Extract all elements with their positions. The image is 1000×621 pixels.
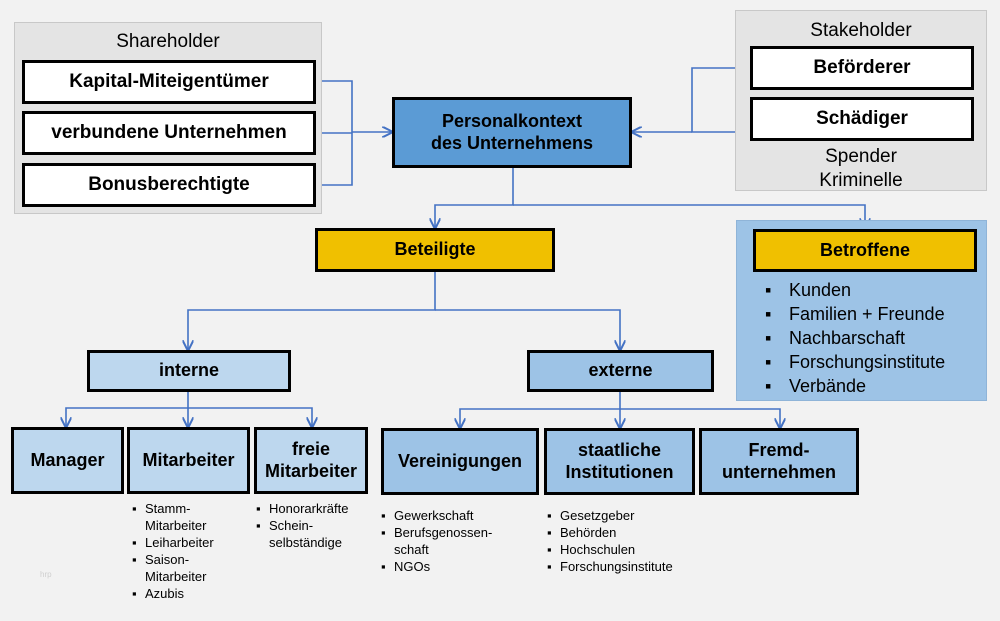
list-item: Stamm-Mitarbeiter — [132, 500, 214, 534]
connector-externe-vereinigungen — [460, 392, 621, 428]
list-item: Familien + Freunde — [759, 302, 945, 326]
connector-beteiligte-externe — [435, 309, 620, 350]
box-manager: Manager — [11, 427, 124, 494]
stakeholder-title: Stakeholder — [810, 20, 912, 41]
personalkontext-line1: Personalkontext — [441, 110, 583, 131]
list-item: Saison-Mitarbeiter — [132, 551, 214, 585]
stakeholder-extra-spender: Spender — [825, 146, 897, 167]
box-externe: externe — [527, 350, 714, 392]
list-item: Gesetzgeber — [547, 507, 673, 524]
stakeholder-extra: Spender Kriminelle — [736, 145, 986, 193]
connector-stakeholder — [691, 67, 750, 133]
mitarbeiter-list: Stamm-Mitarbeiter Leiharbeiter Saison-Mi… — [132, 500, 214, 602]
box-vereinigungen: Vereinigungen — [381, 428, 539, 495]
list-item: Gewerkschaft — [381, 507, 492, 524]
betroffene-list: Kunden Familien + Freunde Nachbarschaft … — [759, 278, 945, 398]
freie-line1: freie — [291, 438, 331, 459]
stakeholder-extra-kriminelle: Kriminelle — [819, 170, 903, 191]
freie-list: Honorarkräfte Schein-selbständige — [256, 500, 348, 551]
connector-interne-freie — [188, 407, 312, 427]
list-item: Leiharbeiter — [132, 534, 214, 551]
connector-interne-manager — [66, 392, 189, 427]
list-item: Azubis — [132, 585, 214, 602]
box-beteiligte: Beteiligte — [315, 228, 555, 272]
box-fremdunternehmen: Fremd- unternehmen — [699, 428, 859, 495]
box-betroffene: Betroffene — [753, 229, 977, 272]
box-bonusberechtigte: Bonusberechtigte — [22, 163, 316, 207]
box-kapital-miteigentuemer: Kapital-Miteigentümer — [22, 60, 316, 104]
list-item: Honorarkräfte — [256, 500, 348, 517]
box-interne: interne — [87, 350, 291, 392]
fremd-line2: unternehmen — [721, 461, 836, 482]
staatliche-line1: staatliche — [577, 439, 662, 460]
list-item: Nachbarschaft — [759, 326, 945, 350]
box-verbundene-unternehmen: verbundene Unternehmen — [22, 111, 316, 155]
vereinigungen-list: Gewerkschaft Berufsgenossen-schaft NGOs — [381, 507, 492, 575]
box-mitarbeiter: Mitarbeiter — [127, 427, 250, 494]
connector-externe-fremd — [620, 408, 780, 428]
list-item: Schein-selbständige — [256, 517, 348, 551]
list-item: NGOs — [381, 558, 492, 575]
list-item: Verbände — [759, 374, 945, 398]
connector-center-split — [435, 168, 514, 228]
box-freie-mitarbeiter: freie Mitarbeiter — [254, 427, 368, 494]
fremd-line1: Fremd- — [748, 439, 810, 460]
list-item: Berufsgenossen-schaft — [381, 524, 492, 558]
shareholder-title: Shareholder — [116, 31, 220, 52]
list-item: Forschungsinstitute — [759, 350, 945, 374]
staatliche-line2: Institutionen — [565, 461, 674, 482]
box-staatliche-institutionen: staatliche Institutionen — [544, 428, 695, 495]
list-item: Hochschulen — [547, 541, 673, 558]
list-item: Behörden — [547, 524, 673, 541]
box-schaediger: Schädiger — [750, 97, 974, 141]
connector-beteiligte-interne — [188, 272, 436, 350]
staatliche-list: Gesetzgeber Behörden Hochschulen Forschu… — [547, 507, 673, 575]
list-item: Kunden — [759, 278, 945, 302]
box-befoerderer: Beförderer — [750, 46, 974, 90]
box-personalkontext: Personalkontext des Unternehmens — [392, 97, 632, 168]
freie-line2: Mitarbeiter — [264, 460, 358, 481]
list-item: Forschungsinstitute — [547, 558, 673, 575]
personalkontext-line2: des Unternehmens — [430, 132, 594, 153]
watermark: hrp — [40, 570, 52, 579]
